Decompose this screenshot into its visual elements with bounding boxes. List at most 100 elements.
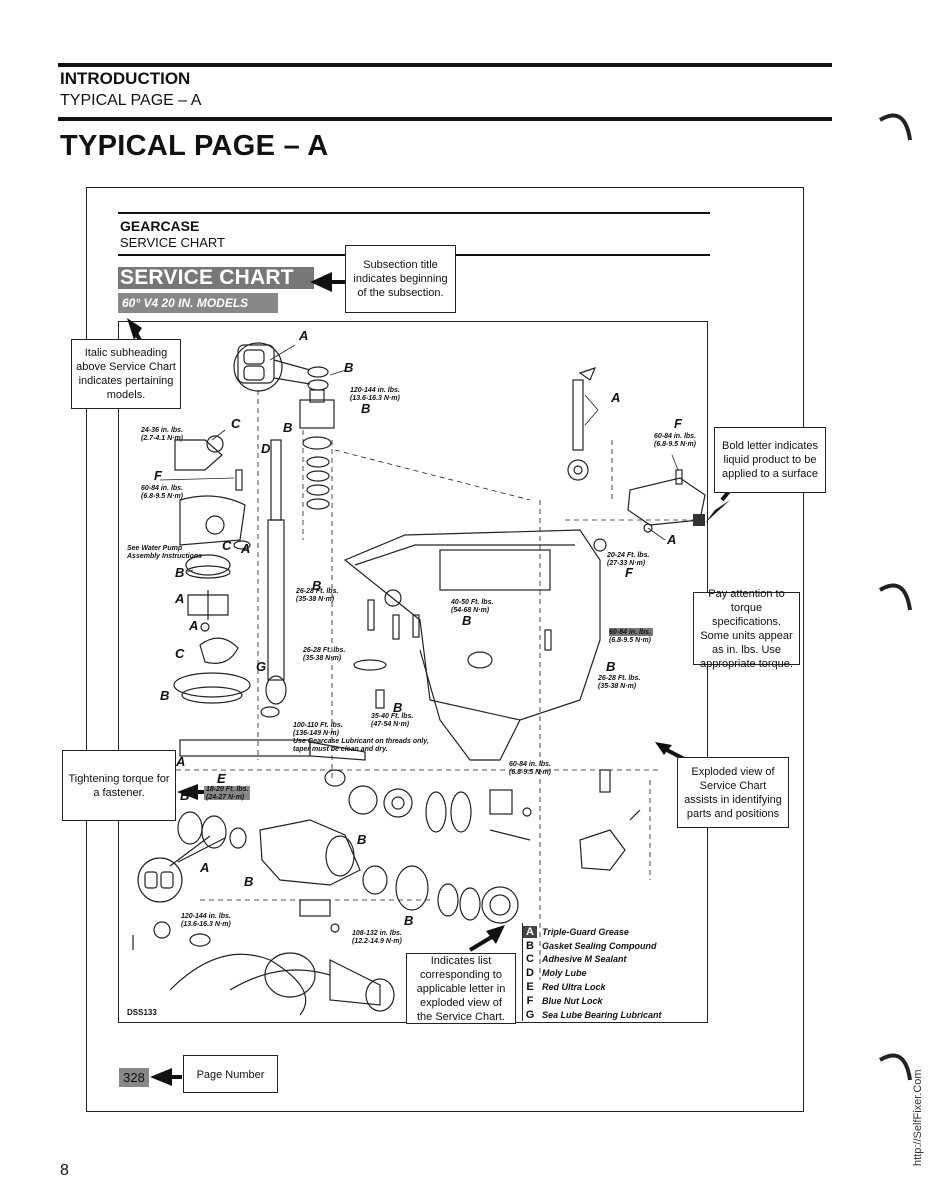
water-pump-note-1: See Water Pump [127, 545, 183, 552]
label-b-9: B [606, 659, 615, 674]
header-bottom-rule [58, 117, 832, 121]
torque-t7: 40-50 Ft. lbs. [450, 599, 493, 606]
callout-indicates-list: Indicates list corresponding to applicab… [406, 953, 516, 1024]
torque-t12c: Use Gearcase Lubricant on threads only, [293, 738, 429, 745]
torque-t15b: (13.6-16.3 N·m) [181, 921, 231, 928]
torque-t8: 60-84 in. lbs. [609, 629, 651, 636]
page-title: TYPICAL PAGE – A [60, 130, 329, 162]
torque-t5: 20-24 Ft. lbs. [606, 552, 649, 559]
callout-bold-letter: Bold letter indicates liquid product to … [714, 427, 826, 493]
torque-t2: 24-36 in. lbs. [140, 427, 183, 434]
label-b-8: B [393, 700, 402, 715]
legend-item: F Blue Nut Lock [523, 994, 662, 1008]
torque-t4b: (6.8-9.5 N·m) [654, 441, 697, 448]
legend-letter: D [526, 967, 534, 980]
label-a-7: A [199, 860, 209, 875]
binder-marks [878, 113, 912, 1081]
label-f-2: F [674, 416, 683, 431]
torque-t10: 26-28 Ft. lbs. [302, 647, 345, 654]
label-a-2: A [240, 541, 250, 556]
callout-torque-specs: Pay attention to torque specifications. … [693, 588, 800, 670]
gearcase-top-rule [118, 212, 710, 214]
service-chart-models: 60° V4 20 IN. MODELS [118, 293, 278, 313]
label-b-1: B [344, 360, 353, 375]
label-b-7: B [462, 613, 471, 628]
torque-t1: 120-144 in. lbs. [350, 387, 400, 394]
label-c-3: C [175, 646, 185, 661]
legend-letter: C [526, 953, 534, 966]
torque-t13b: (6.8-9.5 N·m) [509, 769, 552, 776]
torque-t3: 60-84 in. lbs. [141, 485, 183, 492]
legend-text: Gasket Sealing Compound [542, 940, 657, 951]
example-page-frame [86, 187, 804, 1112]
label-b-13: B [404, 913, 413, 928]
torque-t16b: (12.2-14.9 N·m) [352, 938, 402, 945]
label-a-5: A [666, 532, 676, 547]
gearcase-title: GEARCASE [120, 218, 200, 234]
torque-t8b: (6.8-9.5 N·m) [609, 637, 652, 644]
label-b-3: B [283, 420, 292, 435]
section-subtitle: TYPICAL PAGE – A [60, 92, 202, 109]
legend-item: E Red Ultra Lock [523, 980, 662, 994]
torque-t14b: (24-27 N·m) [206, 794, 245, 801]
water-pump-note-2: Assembly Instructions [126, 553, 202, 560]
torque-t5b: (27-33 N·m) [607, 560, 646, 567]
torque-t6b: (35-38 N·m) [296, 596, 335, 603]
label-f-3: F [625, 565, 634, 580]
legend-letter: B [526, 939, 534, 952]
label-f-1: F [154, 468, 163, 483]
section-title: INTRODUCTION [60, 69, 191, 88]
label-a-3: A [174, 591, 184, 606]
service-chart-heading: SERVICE CHART [118, 267, 314, 289]
torque-t12d: taper must be clean and dry. [293, 746, 388, 753]
legend-text: Triple-Guard Grease [542, 926, 629, 937]
label-a-6: A [175, 754, 185, 769]
torque-t13: 60-84 in. lbs. [509, 761, 551, 768]
callout-page-number: Page Number [183, 1055, 278, 1093]
torque-t12: 100-110 Ft. lbs. [293, 722, 343, 729]
legend-text: Blue Nut Lock [542, 995, 603, 1006]
callout-italic-subheading: Italic subheading above Service Chart in… [71, 339, 181, 409]
torque-t7b: (54-68 N·m) [451, 607, 490, 614]
legend-letter: E [526, 981, 534, 994]
legend-text: Moly Lube [542, 968, 587, 979]
legend-letter: F [526, 994, 534, 1007]
label-c-1: C [231, 416, 241, 431]
label-b-6: B [312, 578, 321, 593]
torque-t3b: (6.8-9.5 N·m) [141, 493, 184, 500]
callout-exploded-view: Exploded view of Service Chart assists i… [677, 757, 789, 828]
torque-t9: 26-28 Ft. lbs. [597, 675, 640, 682]
label-b-10: B [180, 788, 189, 803]
label-g: G [256, 659, 266, 674]
label-a-4: A [188, 618, 198, 633]
legend-text: Sea Lube Bearing Lubricant [542, 1009, 662, 1020]
footer-page-number: 8 [60, 1162, 69, 1179]
label-a-top: A [298, 328, 308, 343]
label-a-right: A [610, 390, 620, 405]
label-b-2: B [361, 401, 370, 416]
header-top-rule [58, 63, 832, 67]
diagram-code: DSS133 [127, 1008, 157, 1017]
gearcase-subtitle: SERVICE CHART [120, 235, 225, 250]
torque-t11b: (47-54 N·m) [371, 721, 410, 728]
label-b-4: B [175, 565, 184, 580]
torque-t12b: (136-149 N·m) [293, 730, 340, 737]
legend-item: C Adhesive M Sealant [523, 953, 662, 967]
torque-t2b: (2.7-4.1 N·m) [141, 435, 184, 442]
torque-t1b: (13.6-16.3 N·m) [350, 395, 400, 402]
legend-text: Adhesive M Sealant [542, 954, 627, 965]
legend-item: D Moly Lube [523, 966, 662, 980]
torque-t14: 18-20 Ft. lbs. [206, 786, 248, 793]
torque-t11: 35-40 Ft. lbs. [371, 713, 413, 720]
legend-text: Red Ultra Lock [542, 982, 606, 993]
legend-item: B Gasket Sealing Compound [523, 939, 662, 953]
torque-t15: 120-144 in. lbs. [181, 913, 231, 920]
label-d: D [261, 441, 271, 456]
label-e: E [217, 771, 226, 786]
torque-t16: 108-132 in. lbs. [352, 930, 402, 937]
callout-subsection-title: Subsection title indicates beginning of … [345, 245, 456, 313]
